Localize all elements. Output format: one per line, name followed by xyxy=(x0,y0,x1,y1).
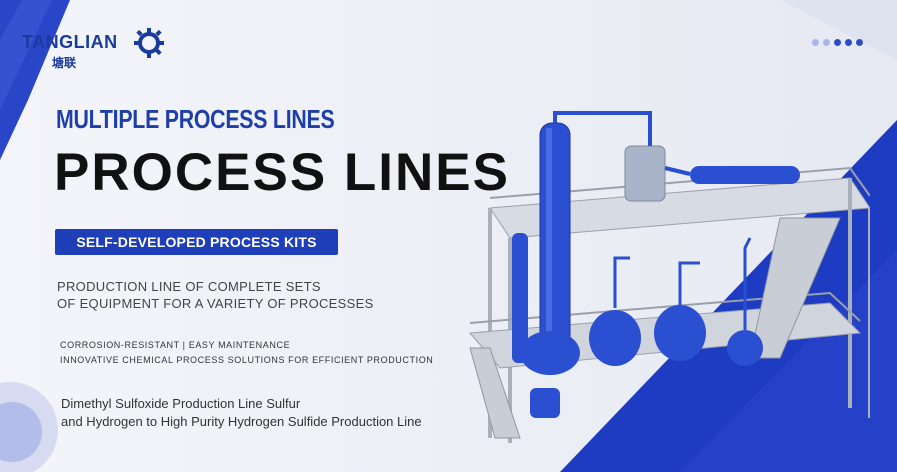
brand-name-cn: 塘联 xyxy=(52,56,77,70)
hero-features: CORROSION-RESISTANT | EASY MAINTENANCE xyxy=(60,340,291,350)
hero-description-line-2: OF EQUIPMENT FOR A VARIETY OF PROCESSES xyxy=(57,296,374,311)
pagination-dot[interactable] xyxy=(823,39,830,46)
hero-description-line-1: PRODUCTION LINE OF COMPLETE SETS xyxy=(57,279,321,294)
pagination-dot[interactable] xyxy=(856,39,863,46)
pagination-dot[interactable] xyxy=(834,39,841,46)
gear-icon xyxy=(134,28,164,58)
hero-subtitle: MULTIPLE PROCESS LINES xyxy=(56,104,335,134)
hero-tagline: INNOVATIVE CHEMICAL PROCESS SOLUTIONS FO… xyxy=(60,355,434,365)
brand-name: TANGLIAN xyxy=(22,32,118,52)
pagination-dot[interactable] xyxy=(845,39,852,46)
hero-production-lines-2: and Hydrogen to High Purity Hydrogen Sul… xyxy=(61,414,422,429)
pagination-dot[interactable] xyxy=(812,39,819,46)
process-equipment-illustration xyxy=(468,111,870,443)
hero-title: PROCESS LINES xyxy=(54,143,510,202)
pagination-dots[interactable] xyxy=(812,39,863,49)
hero-production-lines-1: Dimethyl Sulfoxide Production Line Sulfu… xyxy=(61,396,301,411)
brand-logo[interactable]: TANGLIAN 塘联 xyxy=(22,24,164,70)
hero-pill-badge: SELF-DEVELOPED PROCESS KITS xyxy=(55,229,338,255)
